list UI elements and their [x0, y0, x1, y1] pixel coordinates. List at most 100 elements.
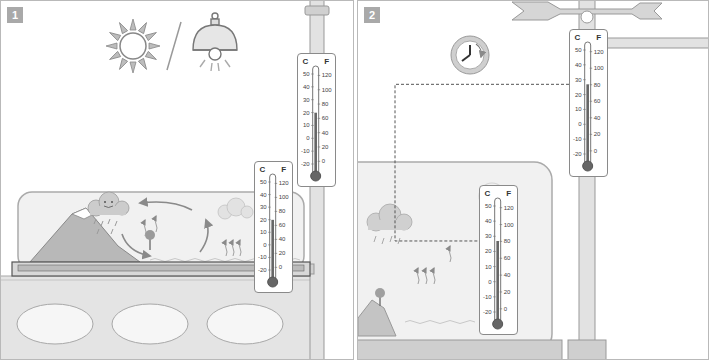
- tick: [318, 132, 321, 133]
- sun-icon: [120, 33, 146, 59]
- clock-icon: [451, 36, 489, 74]
- mercury: [496, 241, 499, 324]
- scale-value: 30: [485, 233, 492, 239]
- sun-icon: [106, 43, 117, 49]
- terrarium: [425, 268, 427, 284]
- tick: [275, 183, 278, 184]
- tick: [275, 239, 278, 240]
- base: [358, 340, 562, 360]
- scale-value: 40: [575, 62, 582, 68]
- terrarium: [111, 229, 113, 234]
- scale-value: 30: [575, 77, 582, 83]
- scale-value: -20: [573, 151, 582, 157]
- scale-value: 20: [322, 144, 329, 150]
- scale-value: 120: [504, 205, 514, 211]
- tick: [590, 68, 593, 69]
- step-number: 2: [364, 7, 380, 23]
- tick: [493, 281, 496, 282]
- sun-icon: [138, 58, 149, 71]
- sun-icon: [108, 30, 121, 41]
- tick: [590, 101, 593, 102]
- tick: [318, 89, 321, 90]
- terrarium: [382, 238, 384, 244]
- terrarium: [241, 206, 253, 218]
- table: [207, 304, 283, 344]
- mercury: [314, 113, 317, 176]
- sun-icon: [106, 19, 160, 73]
- tick: [493, 296, 496, 297]
- lamp-icon: [200, 60, 205, 67]
- bulb: [311, 171, 321, 181]
- terrarium: [358, 162, 552, 352]
- scale-value: -10: [573, 136, 582, 142]
- tick: [493, 206, 496, 207]
- scale-value: 60: [504, 255, 511, 261]
- sun-icon: [130, 19, 136, 30]
- scale-value: 60: [322, 115, 329, 121]
- scale-value: -20: [483, 309, 492, 315]
- scale-value: 20: [594, 131, 601, 137]
- terrarium: [101, 221, 103, 226]
- scale-value: 10: [575, 106, 582, 112]
- tick: [268, 270, 271, 271]
- tick: [500, 275, 503, 276]
- scale-unit: F: [281, 166, 286, 174]
- scale-value: 20: [279, 250, 286, 256]
- scale-value: 80: [322, 101, 329, 107]
- scale-value: 60: [279, 222, 286, 228]
- terrarium: [97, 229, 99, 234]
- mercury: [271, 220, 274, 282]
- terrarium: [104, 201, 106, 203]
- lamp-icon: [218, 63, 219, 71]
- terrarium: [374, 236, 400, 244]
- scale-value: 20: [260, 217, 267, 223]
- thermometer: CF50403020100-10-20120100806040200: [479, 185, 518, 335]
- terrarium: [155, 216, 157, 232]
- scale-value: 0: [594, 148, 597, 154]
- thermometer: CF50403020100-10-20120100806040200: [297, 53, 336, 187]
- scale-value: 20: [485, 248, 492, 254]
- terrarium: [115, 221, 117, 226]
- thermometer: CF50403020100-10-20120100806040200: [254, 161, 293, 293]
- table: [112, 304, 188, 344]
- scale-value: 120: [322, 72, 332, 78]
- scale-value: 50: [575, 47, 582, 53]
- terrarium: [232, 240, 234, 256]
- clock-icon: [469, 45, 471, 55]
- lamp-icon: [211, 63, 212, 71]
- tick: [318, 104, 321, 105]
- terrarium: [417, 268, 419, 284]
- terrarium: [390, 236, 392, 242]
- scale-value: 80: [279, 208, 286, 214]
- tick: [590, 150, 593, 151]
- terrarium: [374, 236, 376, 242]
- tick: [268, 219, 271, 220]
- lamp-icon: [193, 13, 237, 71]
- tick: [311, 164, 314, 165]
- tick: [500, 258, 503, 259]
- scale-value: 120: [594, 49, 604, 55]
- scale-value: 80: [504, 238, 511, 244]
- terrarium: [367, 204, 412, 231]
- terrarium: [94, 219, 96, 224]
- terrarium: [140, 202, 192, 210]
- sun-icon: [145, 51, 158, 62]
- step-panel: CF50403020100-10-20120100806040200CF5040…: [0, 0, 354, 360]
- scale-value: 60: [594, 98, 601, 104]
- tick: [318, 75, 321, 76]
- base: [358, 340, 606, 360]
- scale-value: 20: [303, 110, 310, 116]
- scale-value: 100: [279, 194, 289, 200]
- scale-value: 120: [279, 180, 289, 186]
- terrarium: [108, 219, 110, 224]
- tick: [311, 112, 314, 113]
- scale-unit: C: [259, 166, 265, 174]
- terrarium: [200, 220, 208, 252]
- scale-value: 50: [303, 71, 310, 77]
- scale-value: 40: [260, 192, 267, 198]
- tick: [590, 51, 593, 52]
- tick: [275, 197, 278, 198]
- scale-value: 10: [303, 122, 310, 128]
- lamp-icon: [193, 25, 237, 50]
- tick: [500, 291, 503, 292]
